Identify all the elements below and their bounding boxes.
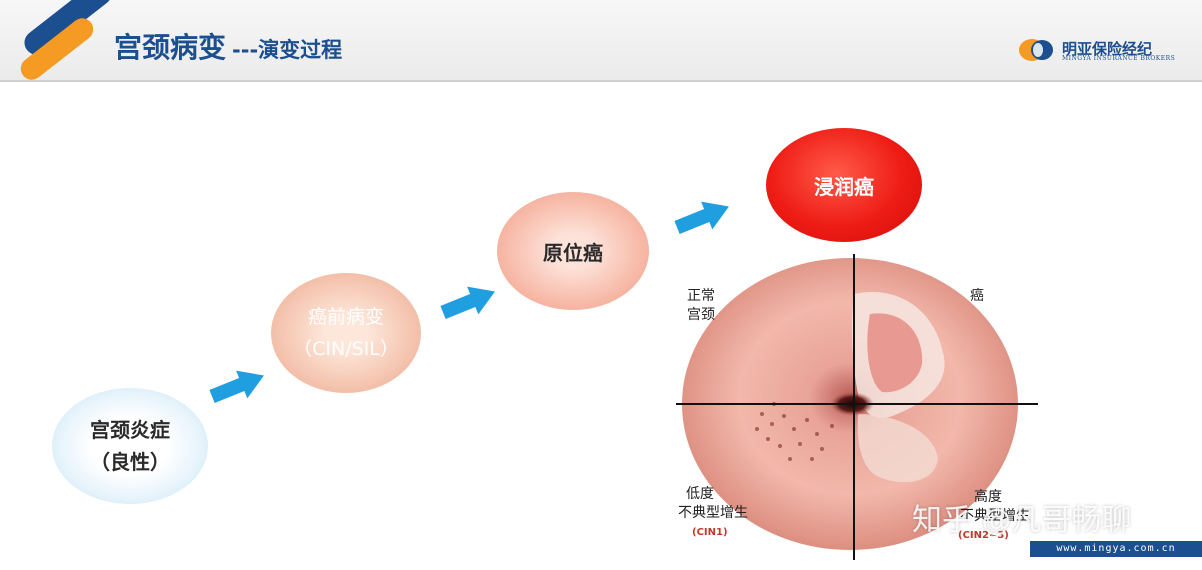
- right-arrow-icon: [671, 192, 735, 242]
- header-bar: 宫颈病变---演变过程 明亚保险经纪 MINGYA INSURANCE BROK…: [0, 0, 1202, 85]
- stage-sublabel: （CIN/SIL）: [293, 338, 399, 360]
- title-subtitle: ---演变过程: [232, 38, 343, 62]
- label-cancer: 癌: [970, 288, 984, 304]
- cancer-lesion: [851, 292, 945, 418]
- stage-precancer: 癌前病变 （CIN/SIL）: [271, 273, 421, 393]
- brand-name: 明亚保险经纪: [1062, 40, 1153, 58]
- stage-invasive-cancer: 浸润癌: [766, 128, 922, 242]
- title-main: 宫颈病变: [114, 31, 227, 64]
- brand-english: MINGYA INSURANCE BROKERS: [1062, 55, 1176, 62]
- label-high-grade: 高度 不典型增生 (CIN2~3): [950, 488, 1030, 545]
- mingya-logo-icon: [1019, 39, 1053, 61]
- stage-carcinoma-in-situ: 原位癌: [497, 192, 649, 310]
- stage-cervicitis: 宫颈炎症 （良性）: [52, 388, 208, 504]
- high-grade-lesion: [857, 414, 938, 483]
- label-normal-cervix: 正常 宫颈: [687, 288, 715, 323]
- footer-url: www.mingya.com.cn: [1030, 541, 1202, 557]
- watermark: 知乎 @凡哥畅聊: [912, 503, 1132, 538]
- stage-label: 宫颈炎症: [90, 418, 170, 442]
- stage-label: 癌前病变: [307, 306, 384, 328]
- stage-sublabel: （良性）: [90, 450, 170, 474]
- stage-label: 浸润癌: [814, 174, 874, 199]
- label-low-grade: 低度 不典型增生 (CIN1): [678, 485, 748, 542]
- label-cin1: (CIN1): [692, 527, 728, 538]
- label-cin2-3: (CIN2~3): [958, 530, 1009, 541]
- page-title: 宫颈病变---演变过程: [114, 26, 342, 66]
- cervix-illustration: [676, 254, 1038, 560]
- right-arrow-icon: [206, 361, 270, 411]
- stage-label: 原位癌: [543, 240, 603, 265]
- brand-logo: 明亚保险经纪 MINGYA INSURANCE BROKERS: [1018, 36, 1188, 66]
- right-arrow-icon: [437, 277, 501, 327]
